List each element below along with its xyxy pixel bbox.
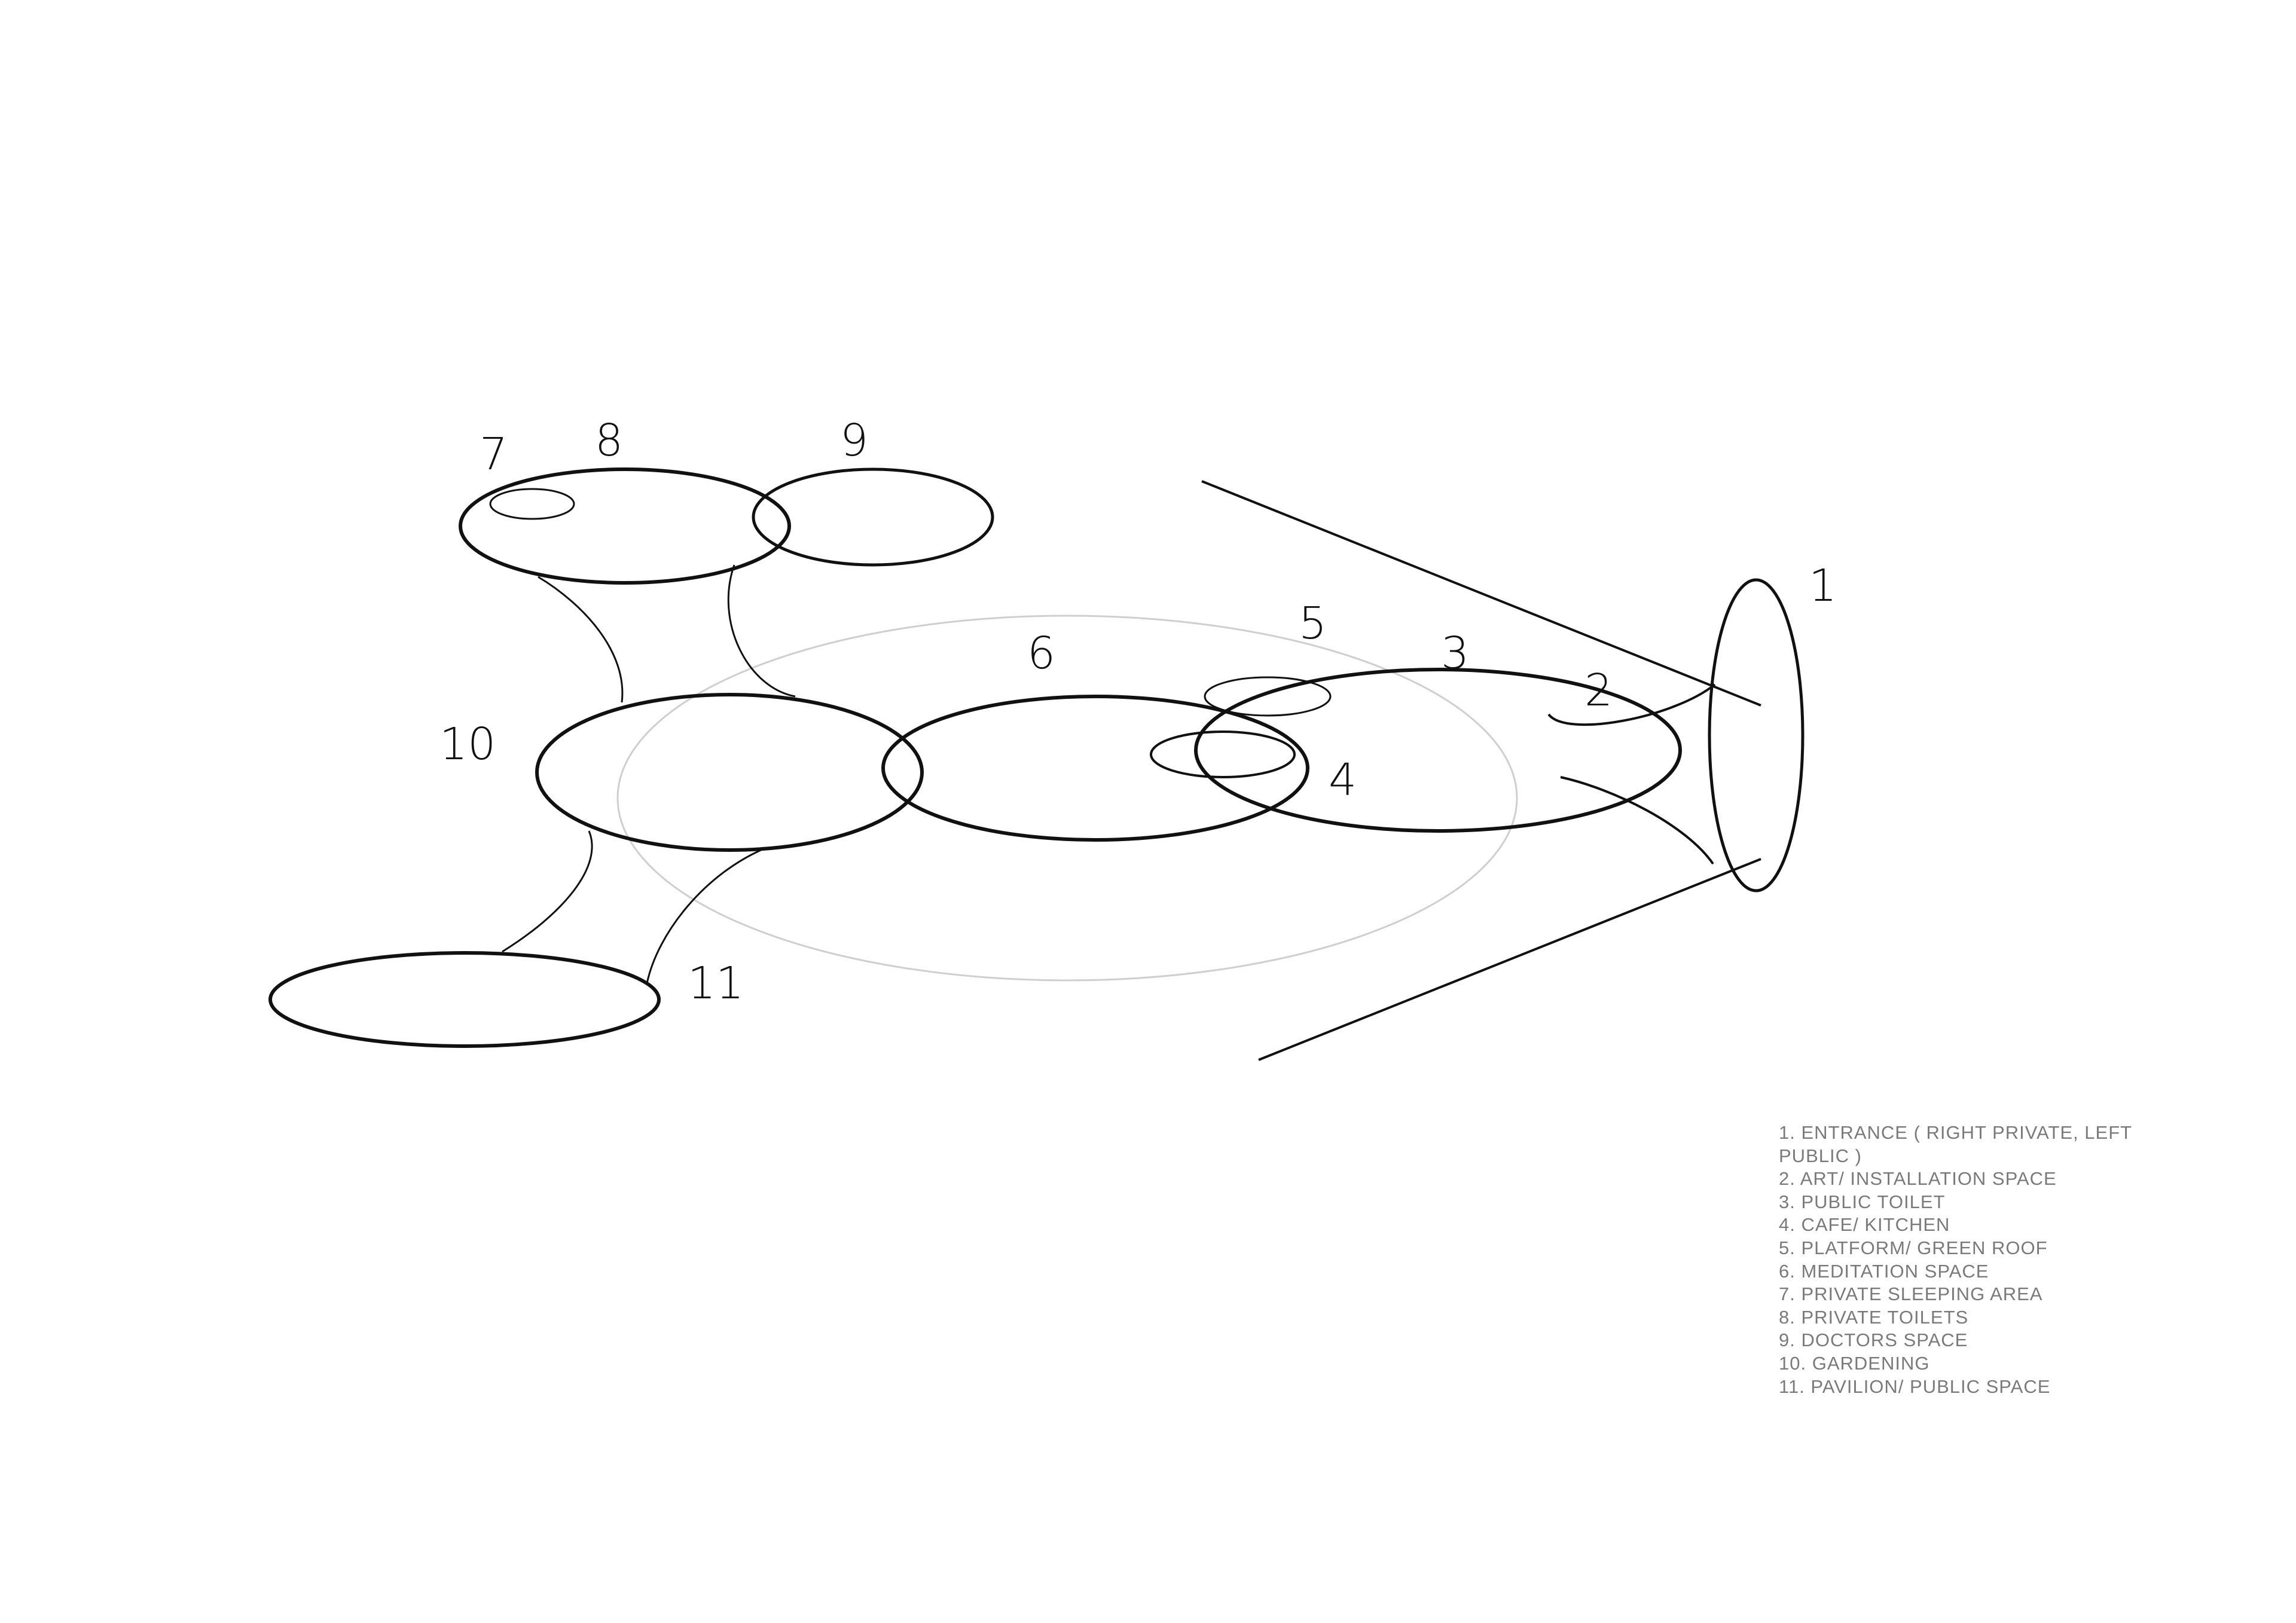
legend-item: 2. ART/ INSTALLATION SPACE	[1779, 1168, 2057, 1190]
site-outline	[616, 615, 1518, 982]
zone-10-bubble	[535, 693, 924, 852]
zone-3-bubble	[1194, 668, 1682, 833]
zone-6-label: 6	[1027, 628, 1055, 679]
entrance-upper-line	[1201, 480, 1761, 707]
zone-10-label: 10	[439, 719, 496, 770]
entrance-lower-line	[1258, 858, 1761, 1061]
connector-10-to-11-left	[502, 830, 593, 953]
connector-3-to-1-upper	[1547, 683, 1716, 726]
zone-7-label: 7	[480, 429, 508, 480]
connector-8-to-10-right	[727, 564, 796, 698]
zone-6-bubble	[881, 695, 1309, 842]
legend-item: 7. PRIVATE SLEEPING AREA	[1779, 1283, 2043, 1305]
legend-item: 4. CAFE/ KITCHEN	[1779, 1214, 1950, 1236]
zone-2-label: 2	[1584, 665, 1613, 716]
connector-3-to-1-lower	[1560, 776, 1714, 865]
zone-4-label: 4	[1329, 754, 1357, 806]
zone-4-bubble	[1150, 730, 1296, 778]
legend-item: 9. DOCTORS SPACE	[1779, 1329, 1968, 1351]
connector-8-to-10-left	[538, 576, 624, 703]
zone-5-bubble	[1204, 676, 1332, 717]
connector-10-to-11-right	[646, 846, 767, 984]
legend-item: 5. PLATFORM/ GREEN ROOF	[1779, 1237, 2048, 1258]
zone-1-label: 1	[1809, 560, 1837, 612]
zone-5-label: 5	[1299, 598, 1327, 649]
legend-item: 11. PAVILION/ PUBLIC SPACE	[1779, 1376, 2051, 1397]
zone-8-bubble	[459, 467, 791, 585]
zone-8-label: 8	[595, 415, 623, 466]
legend-list: 1. ENTRANCE ( RIGHT PRIVATE, LEFT PUBLIC…	[1779, 1121, 2161, 1398]
zone-9-label: 9	[840, 415, 868, 466]
legend-item: 1. ENTRANCE ( RIGHT PRIVATE, LEFT PUBLIC…	[1779, 1122, 2132, 1166]
zone-3-label: 3	[1441, 628, 1469, 679]
zone-1-bubble	[1708, 578, 1805, 893]
zone-11-bubble	[268, 951, 661, 1048]
zone-7-bubble	[489, 488, 575, 520]
legend-item: 6. MEDITATION SPACE	[1779, 1260, 1989, 1282]
legend-item: 10. GARDENING	[1779, 1352, 1930, 1374]
zone-11-label: 11	[688, 958, 744, 1009]
zone-9-bubble	[752, 467, 994, 567]
legend-item: 8. PRIVATE TOILETS	[1779, 1306, 1969, 1328]
legend-item: 3. PUBLIC TOILET	[1779, 1191, 1946, 1212]
